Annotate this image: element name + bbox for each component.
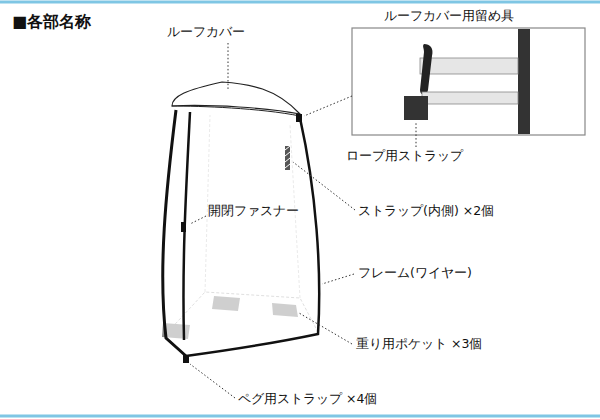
frame-pole	[518, 29, 530, 134]
part-label: ルーフカバー用留め具	[384, 8, 514, 23]
frame-wire	[186, 118, 319, 356]
detail-inset	[352, 28, 585, 135]
part-label: 開閉ファスナー	[208, 203, 299, 218]
fastener-strap	[420, 58, 518, 74]
toggle-fastener	[420, 44, 433, 95]
roof-cover	[172, 82, 300, 114]
tent-fabric	[164, 108, 320, 356]
bottom-rule	[0, 415, 600, 418]
part-label: フレーム(ワイヤー)	[358, 265, 472, 280]
zipper-pull	[181, 222, 186, 232]
roof-edge	[172, 106, 300, 116]
part-label: ルーフカバー	[167, 24, 245, 39]
rope-strap-band	[422, 92, 518, 104]
top-rule	[0, 1, 600, 4]
rope-strap	[404, 96, 428, 120]
part-label: ストラップ(内側) ×2個	[358, 203, 494, 218]
inner-strap	[285, 146, 290, 170]
section-title: ■各部名称	[12, 12, 91, 31]
part-label: 重り用ポケット ×3個	[356, 336, 482, 351]
peg-strap	[183, 355, 189, 363]
part-label: ロープ用ストラップ	[346, 148, 463, 163]
roof-fastener	[296, 114, 302, 122]
part-label: ペグ用ストラップ ×4個	[238, 391, 377, 406]
